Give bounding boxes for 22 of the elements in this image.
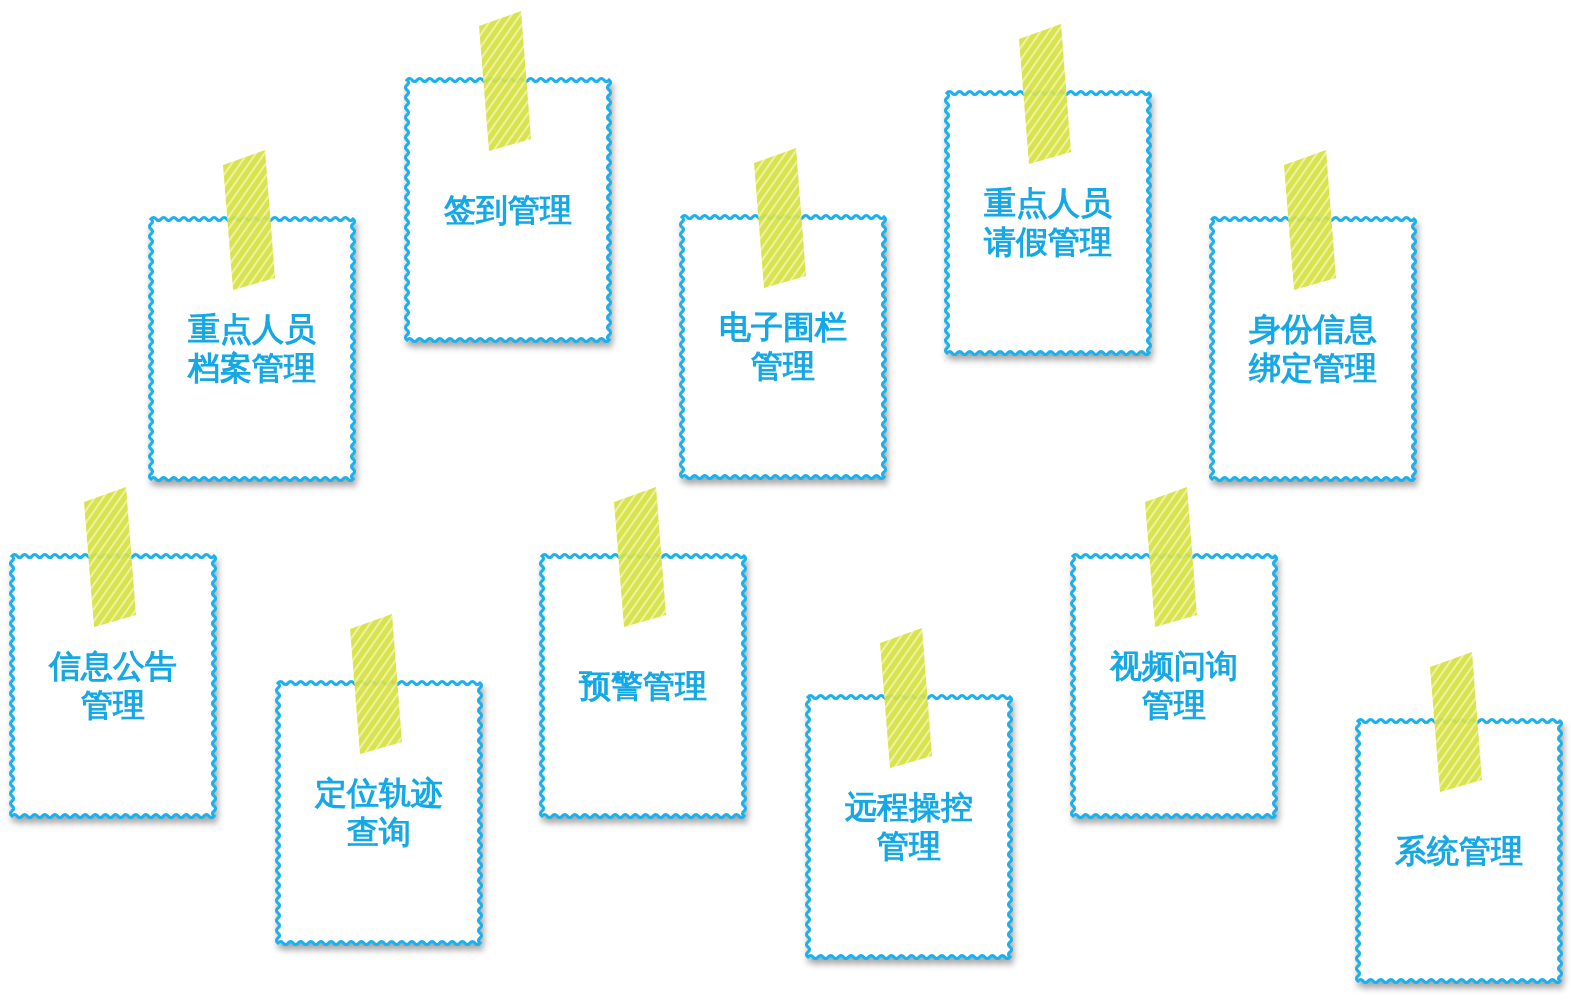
card-title: 重点人员请假管理 <box>983 184 1113 262</box>
note-card <box>804 693 1014 961</box>
card-title: 系统管理 <box>1395 831 1523 871</box>
card-title: 重点人员档案管理 <box>187 310 317 388</box>
note-card <box>943 89 1153 357</box>
card-title: 身份信息绑定管理 <box>1248 310 1378 388</box>
note-card <box>1069 552 1279 820</box>
note-card <box>1208 215 1418 483</box>
card-title: 视频问询管理 <box>1109 647 1239 725</box>
card-title: 电子围栏管理 <box>718 308 848 386</box>
card-title: 远程操控管理 <box>844 788 974 866</box>
note-card <box>538 552 748 820</box>
note-card <box>147 215 357 483</box>
note-card <box>274 679 484 947</box>
note-card <box>8 552 218 820</box>
card-title: 预警管理 <box>579 666 707 706</box>
note-card <box>403 76 613 344</box>
card-title: 定位轨迹查询 <box>314 774 444 852</box>
note-card <box>1354 717 1564 985</box>
card-title: 信息公告管理 <box>48 647 178 725</box>
card-title: 签到管理 <box>444 190 572 230</box>
note-card <box>678 213 888 481</box>
